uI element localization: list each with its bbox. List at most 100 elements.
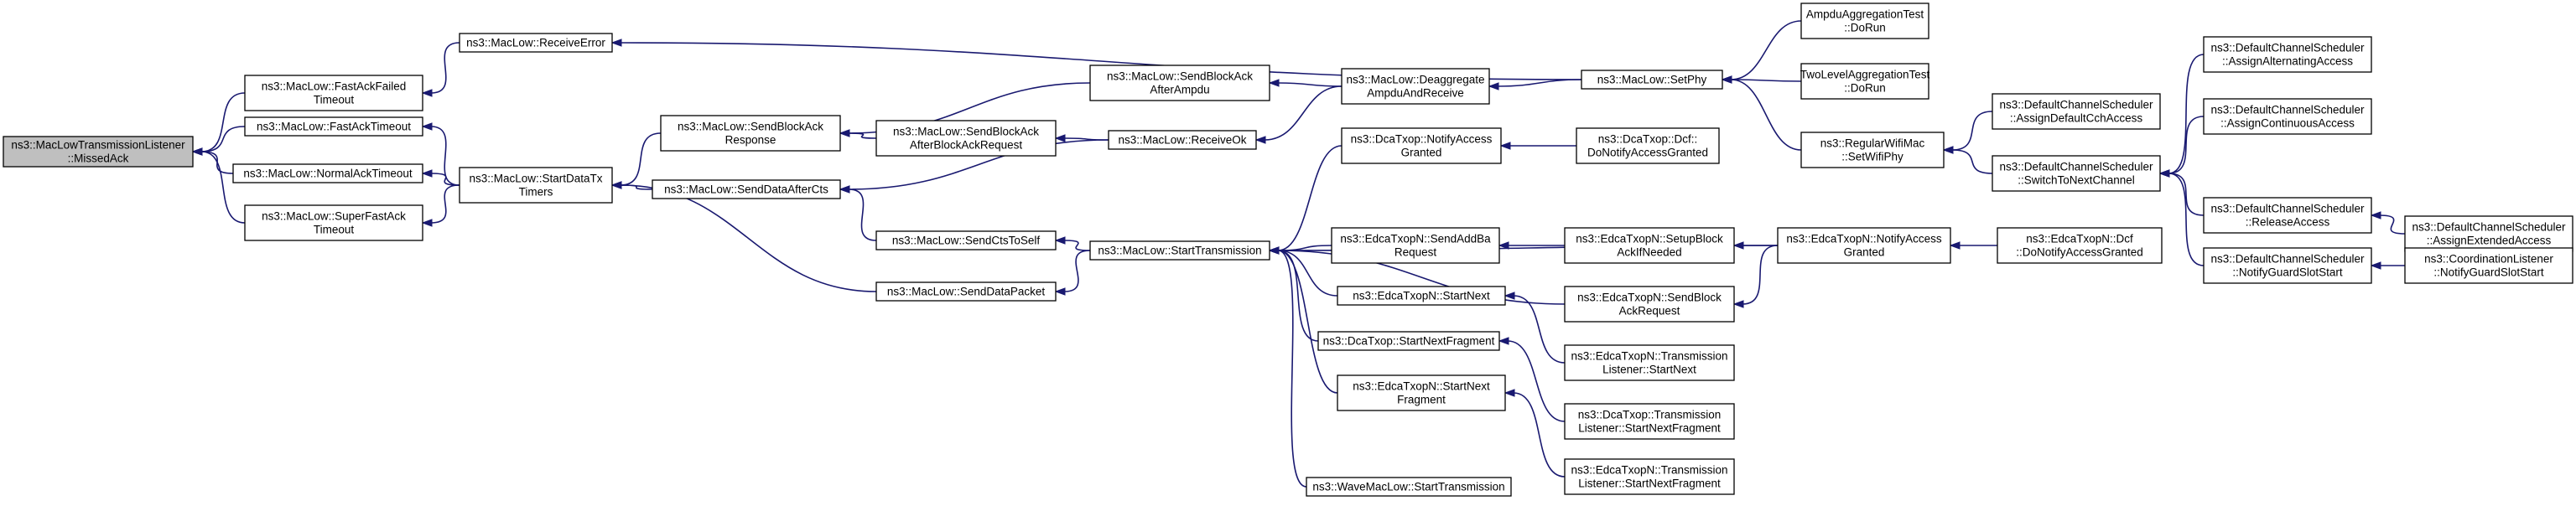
- graph-node[interactable]: ns3::DefaultChannelScheduler::AssignAlte…: [2203, 36, 2372, 73]
- node-box: [652, 179, 841, 199]
- node-box: [1800, 3, 1929, 39]
- arrowhead: [1942, 146, 1954, 154]
- arrowhead: [2370, 261, 2381, 270]
- arrowhead: [1054, 134, 1066, 142]
- graph-node[interactable]: ns3::DefaultChannelScheduler::NotifyGuar…: [2203, 247, 2372, 284]
- graph-node[interactable]: ns3::CoordinationListener::NotifyGuardSl…: [2404, 247, 2573, 284]
- node-label: ::AssignExtendedAccess: [2427, 235, 2552, 247]
- arrowhead: [1732, 300, 1744, 308]
- graph-node[interactable]: ns3::EdcaTxopN::TransmissionListener::St…: [1564, 344, 1735, 381]
- graph-node[interactable]: AmpduAggregationTest::DoRun: [1800, 3, 1929, 39]
- node-label: ns3::DefaultChannelScheduler: [2210, 203, 2365, 215]
- graph-node[interactable]: ns3::MacLowTransmissionListener::MissedA…: [3, 136, 194, 168]
- call-edge: [430, 42, 460, 94]
- node-label: ::AssignContinuousAccess: [2220, 117, 2355, 130]
- graph-node[interactable]: ns3::EdcaTxopN::NotifyAccessGranted: [1777, 227, 1951, 264]
- node-box: [875, 120, 1057, 157]
- node-box: [1564, 403, 1735, 440]
- arrowhead: [1499, 142, 1511, 150]
- node-label: AmpduAndReceive: [1367, 87, 1464, 100]
- call-edge: [2379, 214, 2406, 235]
- graph-node[interactable]: TwoLevelAggregationTest::DoRun: [1800, 63, 1930, 100]
- graph-node[interactable]: ns3::DcaTxop::Dcf::DoNotifyAccessGranted: [1576, 127, 1720, 164]
- call-edge: [200, 126, 246, 152]
- node-label: ::AssignAlternatingAccess: [2222, 55, 2353, 68]
- graph-node[interactable]: ns3::DefaultChannelScheduler::AssignDefa…: [1992, 93, 2161, 130]
- graph-node[interactable]: ns3::EdcaTxopN::StartNext: [1337, 286, 1506, 306]
- call-edge: [1730, 20, 1802, 80]
- graph-node[interactable]: ns3::DcaTxop::StartNextFragment: [1317, 331, 1500, 351]
- arrowhead: [421, 169, 433, 178]
- node-label: ns3::DefaultChannelScheduler: [2210, 253, 2365, 266]
- arrowhead: [1054, 287, 1066, 296]
- graph-node[interactable]: ns3::DefaultChannelScheduler::AssignExte…: [2404, 215, 2573, 252]
- node-label: ns3::MacLow::NormalAckTimeout: [243, 168, 413, 180]
- graph-node[interactable]: ns3::MacLow::SendCtsToSelf: [875, 230, 1057, 250]
- graph-edges: [191, 20, 2406, 488]
- graph-node[interactable]: ns3::MacLow::SendDataAfterCts: [652, 179, 841, 199]
- node-box: [1341, 68, 1490, 105]
- graph-node[interactable]: ns3::DcaTxop::TransmissionListener::Star…: [1564, 403, 1735, 440]
- node-label: ::NotifyGuardSlotStart: [2433, 266, 2544, 279]
- node-box: [1581, 70, 1723, 90]
- node-label: AckIfNeeded: [1617, 246, 1681, 259]
- node-box: [459, 33, 613, 53]
- graph-node[interactable]: ns3::DcaTxop::NotifyAccessGranted: [1341, 127, 1502, 164]
- node-label: Request: [1394, 246, 1437, 259]
- node-box: [1089, 65, 1270, 101]
- graph-node[interactable]: ns3::EdcaTxopN::StartNextFragment: [1337, 374, 1506, 411]
- node-box: [2404, 215, 2573, 252]
- node-label: ns3::DcaTxop::Dcf::: [1598, 133, 1698, 146]
- graph-node[interactable]: ns3::RegularWifiMac::SetWifiPhy: [1800, 132, 1945, 168]
- call-edge: [1951, 111, 1993, 151]
- call-edge: [1951, 149, 1993, 174]
- node-box: [1331, 227, 1500, 264]
- node-label: ns3::MacLow::ReceiveOk: [1118, 134, 1246, 147]
- graph-node[interactable]: ns3::EdcaTxopN::TransmissionListener::St…: [1564, 458, 1735, 495]
- node-label: ns3::EdcaTxopN::Dcf: [2026, 233, 2133, 245]
- arrowhead: [1054, 236, 1066, 245]
- node-label: AckRequest: [1619, 305, 1680, 318]
- graph-node[interactable]: ns3::MacLow::FastAckTimeout: [244, 116, 423, 137]
- node-label: ns3::MacLow::Deaggregate: [1346, 74, 1484, 86]
- graph-node[interactable]: ns3::MacLow::SendBlockAckAfterBlockAckRe…: [875, 120, 1057, 157]
- graph-node[interactable]: ns3::MacLow::ReceiveOk: [1108, 130, 1257, 150]
- call-edge: [430, 126, 460, 186]
- call-edge: [200, 151, 246, 224]
- graph-node[interactable]: ns3::MacLow::SetPhy: [1581, 70, 1723, 90]
- node-label: ns3::MacLow::ReceiveError: [466, 37, 605, 49]
- node-label: ns3::MacLow::FastAckTimeout: [257, 121, 411, 133]
- graph-node[interactable]: ns3::DefaultChannelScheduler::SwitchToNe…: [1992, 155, 2161, 192]
- node-label: Timers: [519, 186, 553, 199]
- node-box: [1337, 374, 1506, 411]
- arrowhead: [421, 219, 433, 227]
- node-label: ns3::EdcaTxopN::StartNext: [1353, 380, 1490, 393]
- graph-node[interactable]: ns3::MacLow::NormalAckTimeout: [232, 163, 423, 183]
- node-label: ns3::MacLow::SendBlockAck: [1107, 70, 1253, 83]
- arrowhead: [2158, 169, 2170, 178]
- call-edge: [1742, 245, 1779, 305]
- graph-node[interactable]: ns3::WaveMacLow::StartTransmission: [1306, 477, 1512, 497]
- arrowhead: [610, 39, 622, 47]
- graph-node[interactable]: ns3::DefaultChannelScheduler::AssignCont…: [2203, 98, 2372, 135]
- graph-node[interactable]: ns3::EdcaTxopN::Dcf::DoNotifyAccessGrant…: [1997, 227, 2163, 264]
- graph-node[interactable]: ns3::MacLow::ReceiveError: [459, 33, 613, 53]
- graph-node[interactable]: ns3::DefaultChannelScheduler::ReleaseAcc…: [2203, 197, 2372, 234]
- node-label: Granted: [1401, 147, 1442, 159]
- graph-node[interactable]: ns3::MacLow::StartTransmission: [1089, 240, 1270, 261]
- node-label: Fragment: [1397, 394, 1446, 406]
- graph-node[interactable]: ns3::MacLow::SendDataPacket: [875, 281, 1057, 302]
- node-label: ns3::MacLow::StartDataTx: [469, 173, 602, 185]
- node-label: ns3::MacLow::SendCtsToSelf: [892, 235, 1041, 247]
- node-label: ::DoRun: [1844, 82, 1886, 95]
- node-label: ::SetWifiPhy: [1841, 151, 1903, 163]
